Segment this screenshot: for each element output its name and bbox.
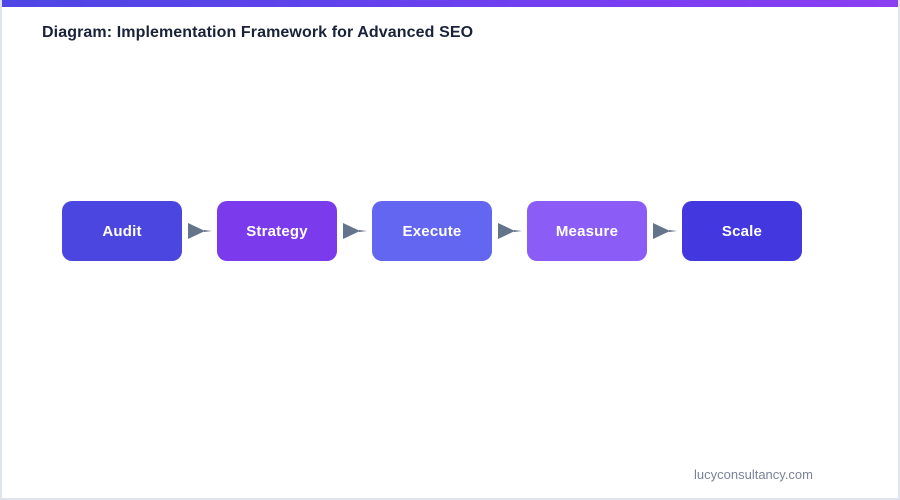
arrow-right-icon — [187, 221, 213, 241]
arrow-right-icon — [342, 221, 368, 241]
flow-step-label: Execute — [402, 222, 462, 240]
flow-step-scale[interactable]: Scale — [682, 201, 802, 261]
flow-connector-3 — [492, 201, 527, 261]
arrow-right-icon — [652, 221, 678, 241]
arrow-right-icon — [497, 221, 523, 241]
flow-step-label: Audit — [102, 222, 142, 240]
flow-step-label: Measure — [555, 222, 619, 240]
flow-step-strategy[interactable]: Strategy — [217, 201, 337, 261]
flow-connector-4 — [647, 201, 682, 261]
flow-connector-1 — [182, 201, 217, 261]
flow-step-measure[interactable]: Measure — [527, 201, 647, 261]
flow-connector-2 — [337, 201, 372, 261]
process-flow: Audit Strategy Execute — [62, 201, 802, 261]
flow-step-label: Scale — [721, 222, 763, 240]
accent-gradient-bar — [2, 0, 898, 7]
flow-step-execute[interactable]: Execute — [372, 201, 492, 261]
page-title: Diagram: Implementation Framework for Ad… — [42, 24, 474, 41]
footer-site-url: lucyconsultancy.com — [694, 467, 813, 482]
flow-step-audit[interactable]: Audit — [62, 201, 182, 261]
flow-step-label: Strategy — [246, 222, 308, 240]
